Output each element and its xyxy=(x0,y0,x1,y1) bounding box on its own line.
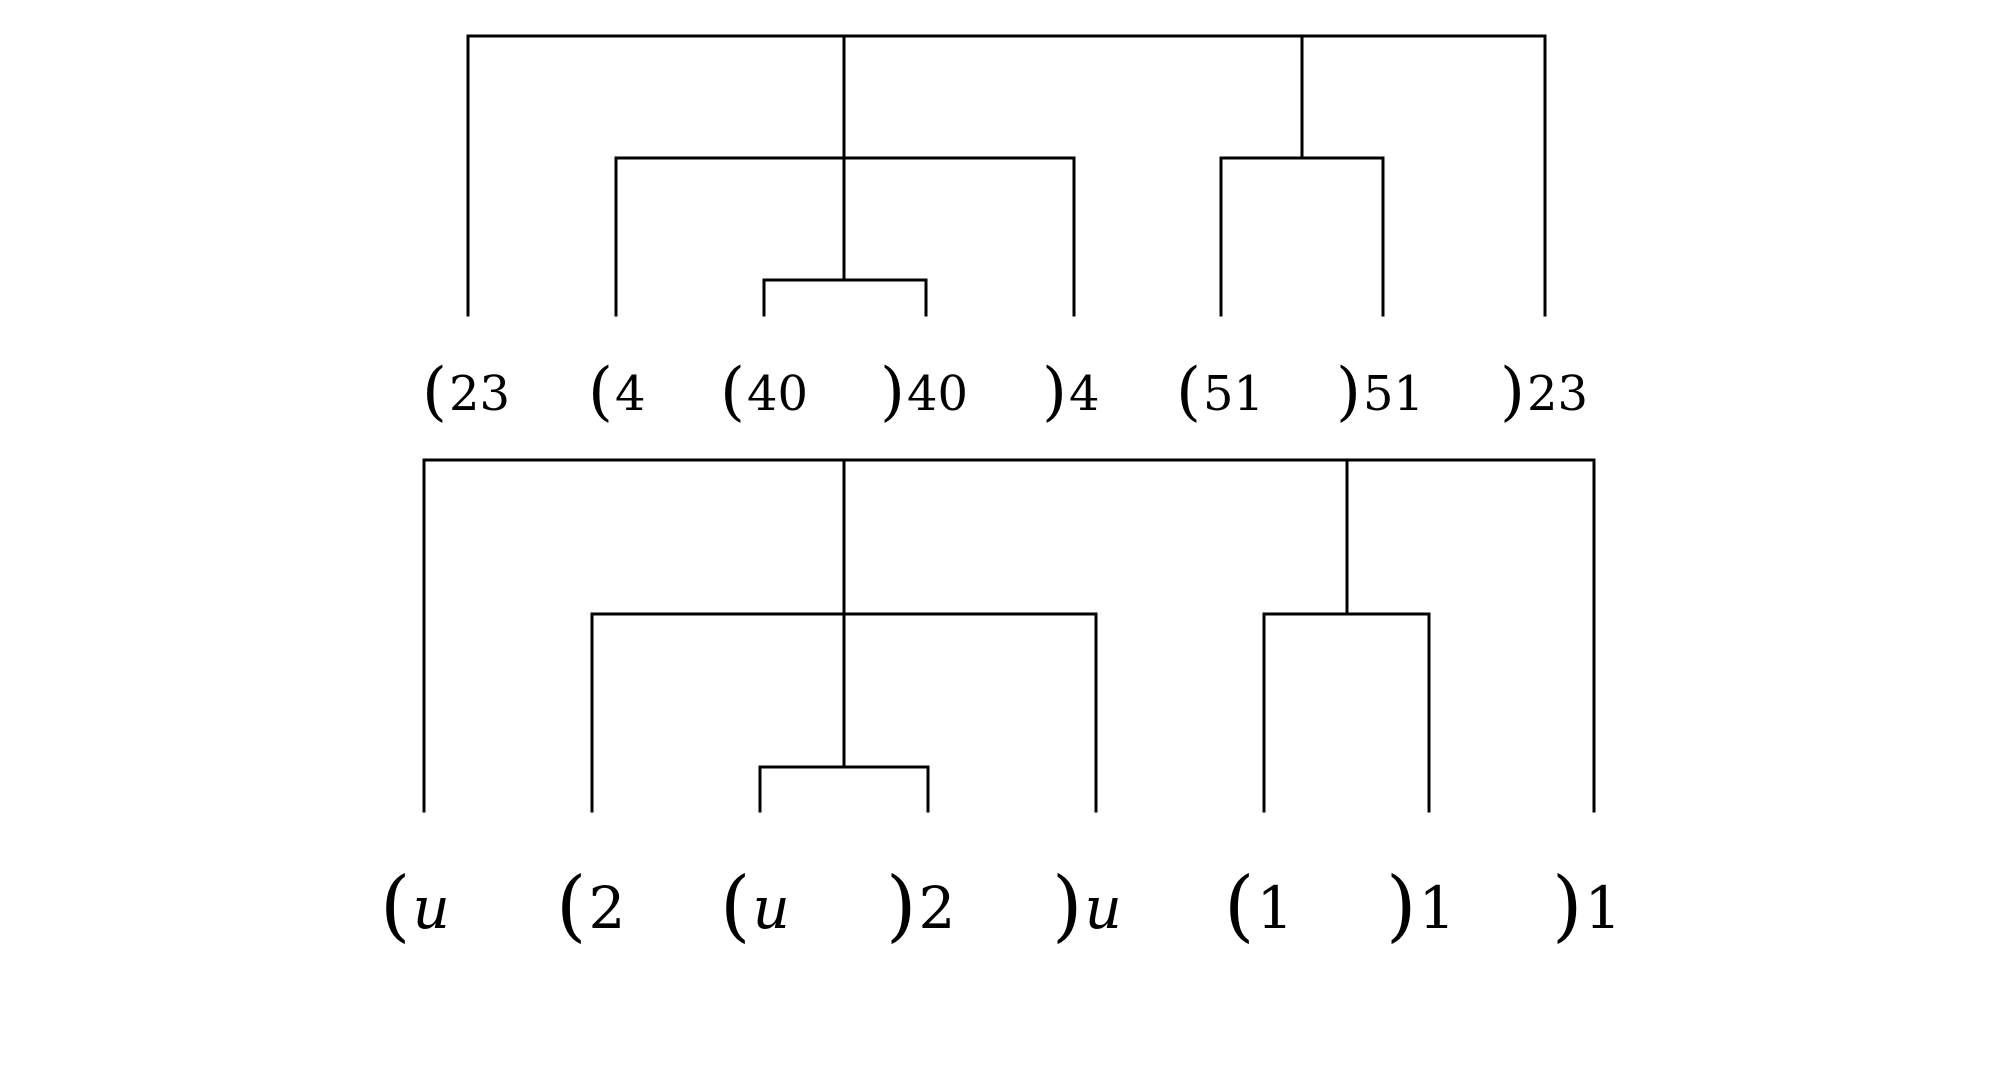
bottom-token-4: )u xyxy=(1052,861,1122,951)
top-tree xyxy=(466,34,1547,317)
top-token-0: (23 xyxy=(422,355,510,429)
bottom-token-1: (2 xyxy=(556,861,625,951)
bottom-token-2: (u xyxy=(720,861,790,951)
top-token-2: (40 xyxy=(720,355,808,429)
bottom-token-3: )2 xyxy=(886,861,955,951)
top-token-6: )51 xyxy=(1336,355,1424,429)
top-token-3: )40 xyxy=(880,355,968,429)
top-token-4: )4 xyxy=(1042,355,1100,429)
top-token-5: (51 xyxy=(1176,355,1264,429)
top-token-7: )23 xyxy=(1500,355,1588,429)
bottom-tree xyxy=(422,458,1596,813)
bottom-token-5: (1 xyxy=(1224,861,1293,951)
bottom-label-row: (u (2 (u )2 )u (1 )1 )1 xyxy=(380,861,1621,951)
bottom-token-7: )1 xyxy=(1552,861,1621,951)
top-label-row: (23 (4 (40 )40 )4 (51 )51 )23 xyxy=(422,355,1588,429)
bottom-token-0: (u xyxy=(380,861,450,951)
top-token-1: (4 xyxy=(588,355,646,429)
bottom-token-6: )1 xyxy=(1386,861,1455,951)
